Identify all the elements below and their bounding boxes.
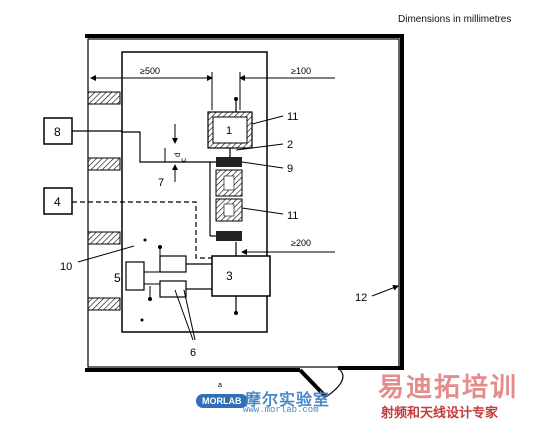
dimension-left-label: ≥500 <box>140 66 160 76</box>
label-10: 10 <box>60 261 72 273</box>
terminal-dot <box>234 311 238 315</box>
terminal-dot <box>148 297 152 301</box>
dimension-d-label: d <box>173 153 182 157</box>
dimension-right-label: ≥100 <box>291 66 311 76</box>
room-corner-chamfer <box>298 368 328 399</box>
watermark-url: www.morlab.com <box>243 405 319 415</box>
power-unit-5 <box>125 261 145 291</box>
leader-11-lower <box>241 207 284 215</box>
label-6: 6 <box>190 347 196 359</box>
wall-segment-hatched <box>87 91 121 105</box>
label-12: 12 <box>355 292 367 304</box>
label-3: 3 <box>226 269 233 283</box>
terminal-dot <box>158 245 162 249</box>
dimension-lower-label: ≥200 <box>291 238 311 248</box>
label-8: 8 <box>54 125 61 139</box>
terminal-dot <box>143 238 147 242</box>
leader-12 <box>371 284 399 297</box>
watermark-training: 易迪拓培训 <box>378 373 519 403</box>
wall-segment-hatched <box>87 231 121 245</box>
eut-box <box>212 116 248 144</box>
label-7: 7 <box>158 177 164 189</box>
terminal-dot <box>234 97 238 101</box>
leader-11-top <box>251 115 284 125</box>
wall-segment-hatched <box>87 297 121 311</box>
network-box-upper <box>159 255 187 273</box>
leader-10 <box>77 245 135 263</box>
cable-clamp-lower <box>216 231 242 241</box>
cable-8 <box>72 130 216 163</box>
label-box-4 <box>43 187 73 215</box>
shielded-room-wall <box>85 34 404 372</box>
units-note: Dimensions in millimetres <box>398 14 512 25</box>
door-swing <box>325 369 344 398</box>
network-box-lower <box>159 280 187 298</box>
auxiliary-equipment-3 <box>211 255 271 297</box>
leader-6 <box>174 289 194 341</box>
ferrite-gap <box>223 175 235 191</box>
leader-9 <box>241 161 284 169</box>
label-2: 2 <box>287 139 293 151</box>
watermark-tagline: 射频和天线设计专家 <box>381 406 499 421</box>
label-box-8 <box>43 117 73 145</box>
label-a: a <box>218 382 222 389</box>
wall-segment-hatched <box>87 157 121 171</box>
dimension-c-label: c <box>179 158 188 162</box>
label-11-lower: 11 <box>287 210 298 222</box>
watermark-logo: MORLAB <box>196 394 248 408</box>
room-inner-wall <box>87 38 400 368</box>
cable-4-dashed <box>72 201 212 259</box>
label-1: 1 <box>226 125 232 137</box>
leader-6 <box>183 289 196 341</box>
ferrite-gap <box>223 203 235 217</box>
label-11-top: 11 <box>287 111 298 123</box>
leader-2 <box>235 143 284 151</box>
watermark-lab-name: 摩尔实验室 <box>245 392 331 409</box>
label-5: 5 <box>114 271 121 285</box>
label-9: 9 <box>287 163 293 175</box>
label-4: 4 <box>54 195 61 209</box>
terminal-dot <box>140 318 144 322</box>
ground-plane-table <box>121 51 268 333</box>
cable-clamp-9 <box>216 157 242 167</box>
